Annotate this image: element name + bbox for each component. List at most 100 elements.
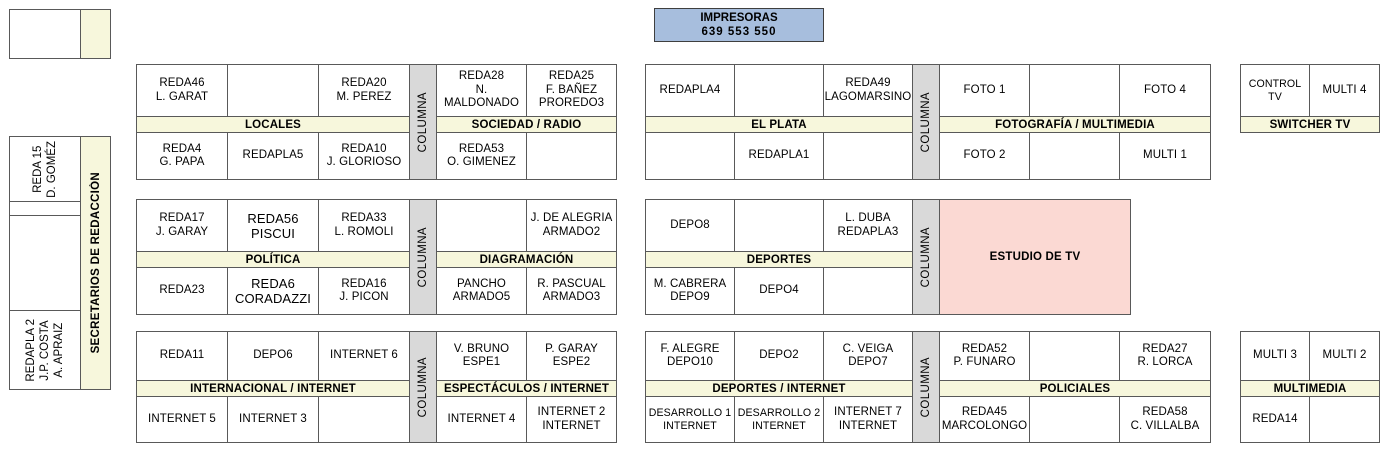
columna-strip-6: COLUMNA	[409, 331, 437, 443]
cell-l6-b2[interactable]: INTERNET 3	[227, 396, 319, 443]
cell-l1-t1[interactable]: REDA46 L. GARAT	[136, 64, 228, 117]
cell-l5-b3[interactable]	[823, 267, 913, 315]
cell-l5-b2[interactable]: DEPO4	[734, 267, 824, 315]
cell-r2-t3[interactable]: FOTO 4	[1119, 64, 1211, 117]
cell-r4-b2[interactable]: R. PASCUAL ARMADO3	[526, 267, 617, 315]
cell-r1-t2[interactable]: REDA25 F. BAÑEZ PROREDO3	[526, 64, 617, 117]
cell-l4-b2[interactable]: REDA6 CORADAZZI	[227, 267, 319, 315]
rail-cell-1[interactable]: REDA 15 D. GOMÉZ	[9, 136, 81, 202]
cell-l6-b1[interactable]: INTERNET 5	[136, 396, 228, 443]
cell-l1-b3[interactable]: REDA10 J. GLORIOSO	[318, 132, 410, 180]
cell-l5-t3[interactable]: L. DUBA REDAPLA3	[823, 199, 913, 252]
rail-cell-3[interactable]	[9, 215, 81, 311]
rail-cell-2[interactable]	[9, 201, 81, 216]
cell-switcher-1[interactable]: CONTROL TV	[1240, 64, 1310, 117]
cell-l2-t2[interactable]	[734, 64, 824, 117]
cell-l1-t2[interactable]	[227, 64, 319, 117]
cell-l7-b2[interactable]: DESARROLLO 2 INTERNET	[734, 396, 824, 443]
cell-l4-b1[interactable]: REDA23	[136, 267, 228, 315]
cell-l4-t1[interactable]: REDA17 J. GARAY	[136, 199, 228, 252]
block-elplata-fotografia: REDAPLA4 REDA49 LAGOMARSINO EL PLATA RED…	[645, 64, 1211, 180]
cell-r4-t1[interactable]	[436, 199, 527, 252]
cell-r7-t3[interactable]: REDA27 R. LORCA	[1119, 331, 1211, 381]
cell-multi-b1[interactable]: REDA14	[1240, 396, 1310, 443]
cell-r1-b2[interactable]	[526, 132, 617, 180]
block-multimedia: MULTI 3 MULTI 2 MULTIMEDIA REDA14	[1240, 331, 1380, 443]
cell-r6-b2[interactable]: INTERNET 2 INTERNET	[526, 396, 617, 443]
cell-r1-b1[interactable]: REDA53 O. GIMENEZ	[436, 132, 527, 180]
cell-l4-t2[interactable]: REDA56 PISCUI	[227, 199, 319, 252]
cell-l2-b1[interactable]	[645, 132, 735, 180]
label-policiales: POLICIALES	[939, 380, 1211, 397]
label-el-plata: EL PLATA	[645, 116, 913, 133]
cell-l7-b1[interactable]: DESARROLLO 1 INTERNET	[645, 396, 735, 443]
label-sociedad-radio: SOCIEDAD / RADIO	[436, 116, 617, 133]
cell-r2-b3[interactable]: MULTI 1	[1119, 132, 1211, 180]
columna-strip-7: COLUMNA	[912, 331, 940, 443]
cell-l5-t2[interactable]	[734, 199, 824, 252]
cell-l7-t2[interactable]: DEPO2	[734, 331, 824, 381]
cell-r6-b1[interactable]: INTERNET 4	[436, 396, 527, 443]
cell-multi-b2[interactable]	[1309, 396, 1380, 443]
cell-r7-b1[interactable]: REDA45 MARCOLONGO	[939, 396, 1030, 443]
cell-l1-b2[interactable]: REDAPLA5	[227, 132, 319, 180]
cell-l4-b3[interactable]: REDA16 J. PICON	[318, 267, 410, 315]
cell-r2-t2[interactable]	[1029, 64, 1120, 117]
secretarios-de-redaccion-rail: REDA 15 D. GOMÉZ REDAPLA 2 J.P. COSTA A.…	[9, 136, 111, 390]
label-diagramacion: DIAGRAMACIÓN	[436, 251, 617, 268]
printers-banner: IMPRESORAS 639 553 550	[654, 8, 824, 42]
label-deportes: DEPORTES	[645, 251, 913, 268]
block-locales-sociedad: REDA46 L. GARAT REDA20 M. PEREZ LOCALES …	[136, 64, 617, 180]
cell-l7-t3[interactable]: C. VEIGA DEPO7	[823, 331, 913, 381]
columna-label-5: COLUMNA	[920, 226, 932, 288]
cell-r4-b1[interactable]: PANCHO ARMADO5	[436, 267, 527, 315]
cell-r2-b1[interactable]: FOTO 2	[939, 132, 1030, 180]
cell-l2-b2[interactable]: REDAPLA1	[734, 132, 824, 180]
block-internacional-espectaculos: REDA11 DEPO6 INTERNET 6 INTERNACIONAL / …	[136, 331, 617, 443]
cell-r6-t2[interactable]: P. GARAY ESPE2	[526, 331, 617, 381]
label-politica: POLÍTICA	[136, 251, 410, 268]
cell-l6-t3[interactable]: INTERNET 6	[318, 331, 410, 381]
estudio-de-tv-area[interactable]: ESTUDIO DE TV	[939, 199, 1131, 315]
label-locales: LOCALES	[136, 116, 410, 133]
left-rail-top-cell[interactable]	[9, 9, 81, 59]
cell-r7-b2[interactable]	[1029, 396, 1120, 443]
cell-l6-t1[interactable]: REDA11	[136, 331, 228, 381]
cell-l6-t2[interactable]: DEPO6	[227, 331, 319, 381]
cell-r1-t1[interactable]: REDA28 N. MALDONADO	[436, 64, 527, 117]
rail-section-label-text: SECRETARIOS DE REDACCIÓN	[89, 172, 102, 354]
cell-l1-t3[interactable]: REDA20 M. PEREZ	[318, 64, 410, 117]
cell-multi-t1[interactable]: MULTI 3	[1240, 331, 1310, 381]
label-deportes-internet: DEPORTES / INTERNET	[645, 380, 913, 397]
block-deportes-estudio: DEPO8 L. DUBA REDAPLA3 DEPORTES M. CABRE…	[645, 199, 1131, 315]
cell-multi-t2[interactable]: MULTI 2	[1309, 331, 1380, 381]
label-multimedia: MULTIMEDIA	[1240, 380, 1380, 397]
rail-section-label: SECRETARIOS DE REDACCIÓN	[80, 136, 111, 390]
cell-l4-t3[interactable]: REDA33 L. ROMOLI	[318, 199, 410, 252]
cell-switcher-2[interactable]: MULTI 4	[1309, 64, 1380, 117]
cell-l7-b3[interactable]: INTERNET 7 INTERNET	[823, 396, 913, 443]
cell-l5-b1[interactable]: M. CABRERA DEPO9	[645, 267, 735, 315]
label-espectaculos-internet: ESPECTÁCULOS / INTERNET	[436, 380, 617, 397]
cell-r6-t1[interactable]: V. BRUNO ESPE1	[436, 331, 527, 381]
cell-l2-t1[interactable]: REDAPLA4	[645, 64, 735, 117]
label-fotografia-multimedia: FOTOGRAFÍA / MULTIMEDIA	[939, 116, 1211, 133]
cell-r7-b3[interactable]: REDA58 C. VILLALBA	[1119, 396, 1211, 443]
cell-l1-b1[interactable]: REDA4 G. PAPA	[136, 132, 228, 180]
cell-r2-b2[interactable]	[1029, 132, 1120, 180]
columna-label-7: COLUMNA	[920, 356, 932, 418]
cell-r2-t1[interactable]: FOTO 1	[939, 64, 1030, 117]
columna-strip-4: COLUMNA	[409, 199, 437, 315]
cell-l7-t1[interactable]: F. ALEGRE DEPO10	[645, 331, 735, 381]
cell-l2-b3[interactable]	[823, 132, 913, 180]
columna-strip-1: COLUMNA	[409, 64, 437, 180]
cell-l6-b3[interactable]	[318, 396, 410, 443]
block-politica-diagramacion: REDA17 J. GARAY REDA56 PISCUI REDA33 L. …	[136, 199, 617, 315]
cell-l5-t1[interactable]: DEPO8	[645, 199, 735, 252]
cell-r7-t1[interactable]: REDA52 P. FUNARO	[939, 331, 1030, 381]
cell-r7-t2[interactable]	[1029, 331, 1120, 381]
rail-cell-4[interactable]: REDAPLA 2 J.P. COSTA A. APRAIZ	[9, 310, 81, 390]
cell-l2-t3[interactable]: REDA49 LAGOMARSINO	[823, 64, 913, 117]
cell-r4-t2[interactable]: J. DE ALEGRIA ARMADO2	[526, 199, 617, 252]
label-switcher-tv: SWITCHER TV	[1240, 116, 1380, 133]
